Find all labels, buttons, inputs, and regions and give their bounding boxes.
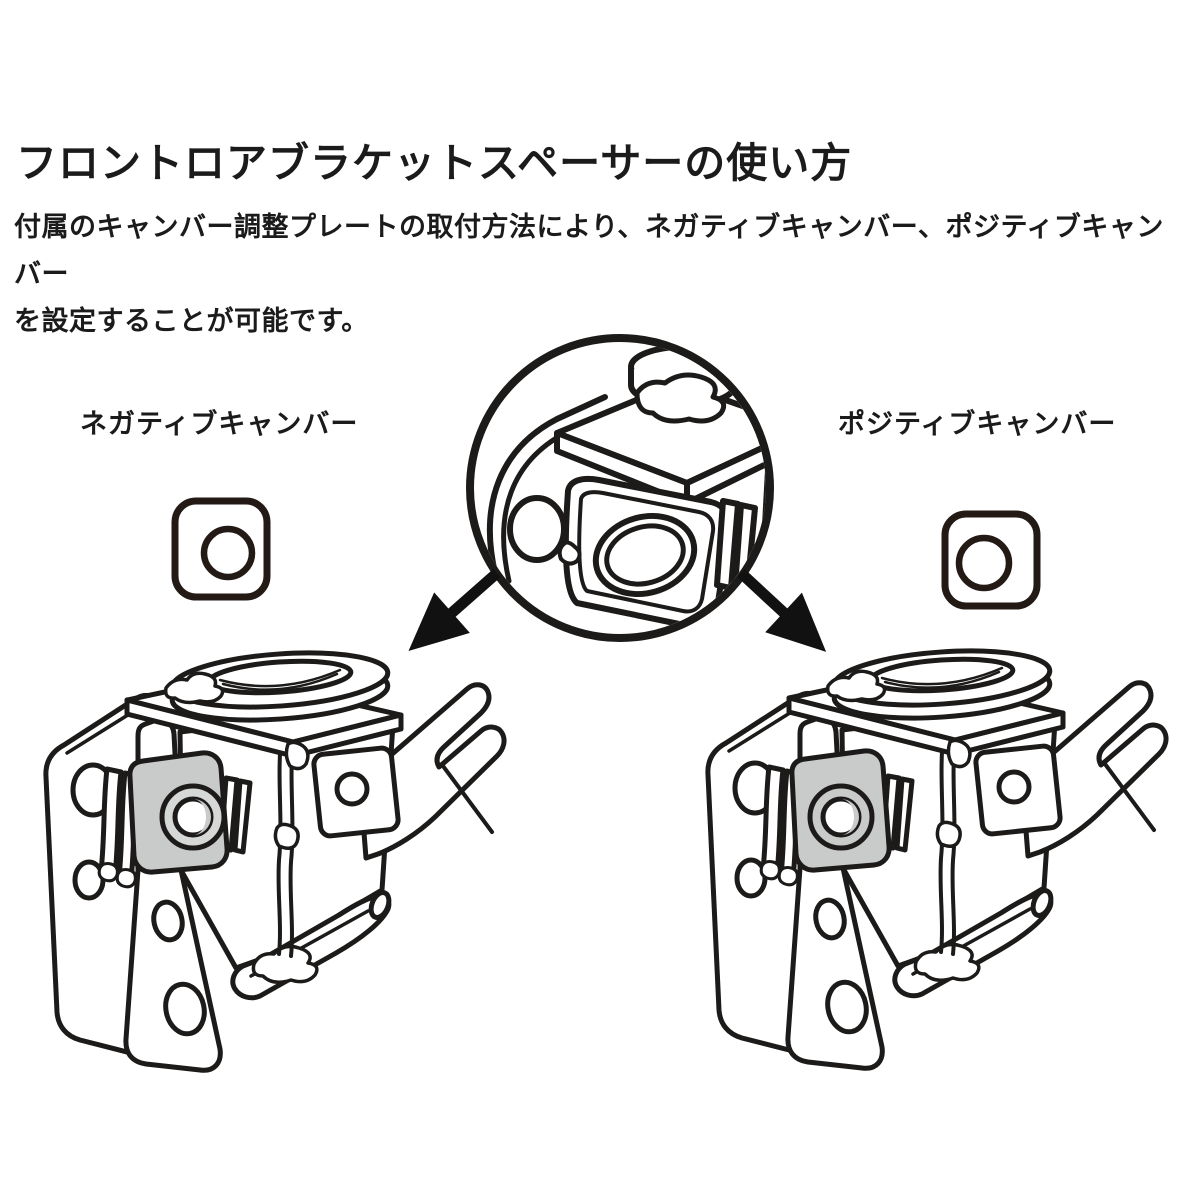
- spacer-plate-icon: [171, 497, 271, 601]
- intro-line-1: 付属のキャンバー調整プレートの取付方法により、ネガティブキャンバー、ポジティブキ…: [14, 212, 1164, 289]
- intro-line-2: を設定することが可能です。: [14, 306, 369, 336]
- spacer-plate-icon: [941, 510, 1041, 610]
- magnifier-detail-circle: [466, 334, 774, 642]
- negative-camber-label: ネガティブキャンバー: [80, 409, 359, 439]
- bracket-positive-camber-illustration: [692, 618, 1200, 1078]
- page-title: フロントロアブラケットスペーサーの使い方: [16, 140, 853, 186]
- bracket-negative-camber-illustration: [30, 620, 570, 1080]
- intro-text: 付属のキャンバー調整プレートの取付方法により、ネガティブキャンバー、ポジティブキ…: [14, 204, 1174, 345]
- positive-camber-label: ポジティブキャンバー: [838, 409, 1117, 439]
